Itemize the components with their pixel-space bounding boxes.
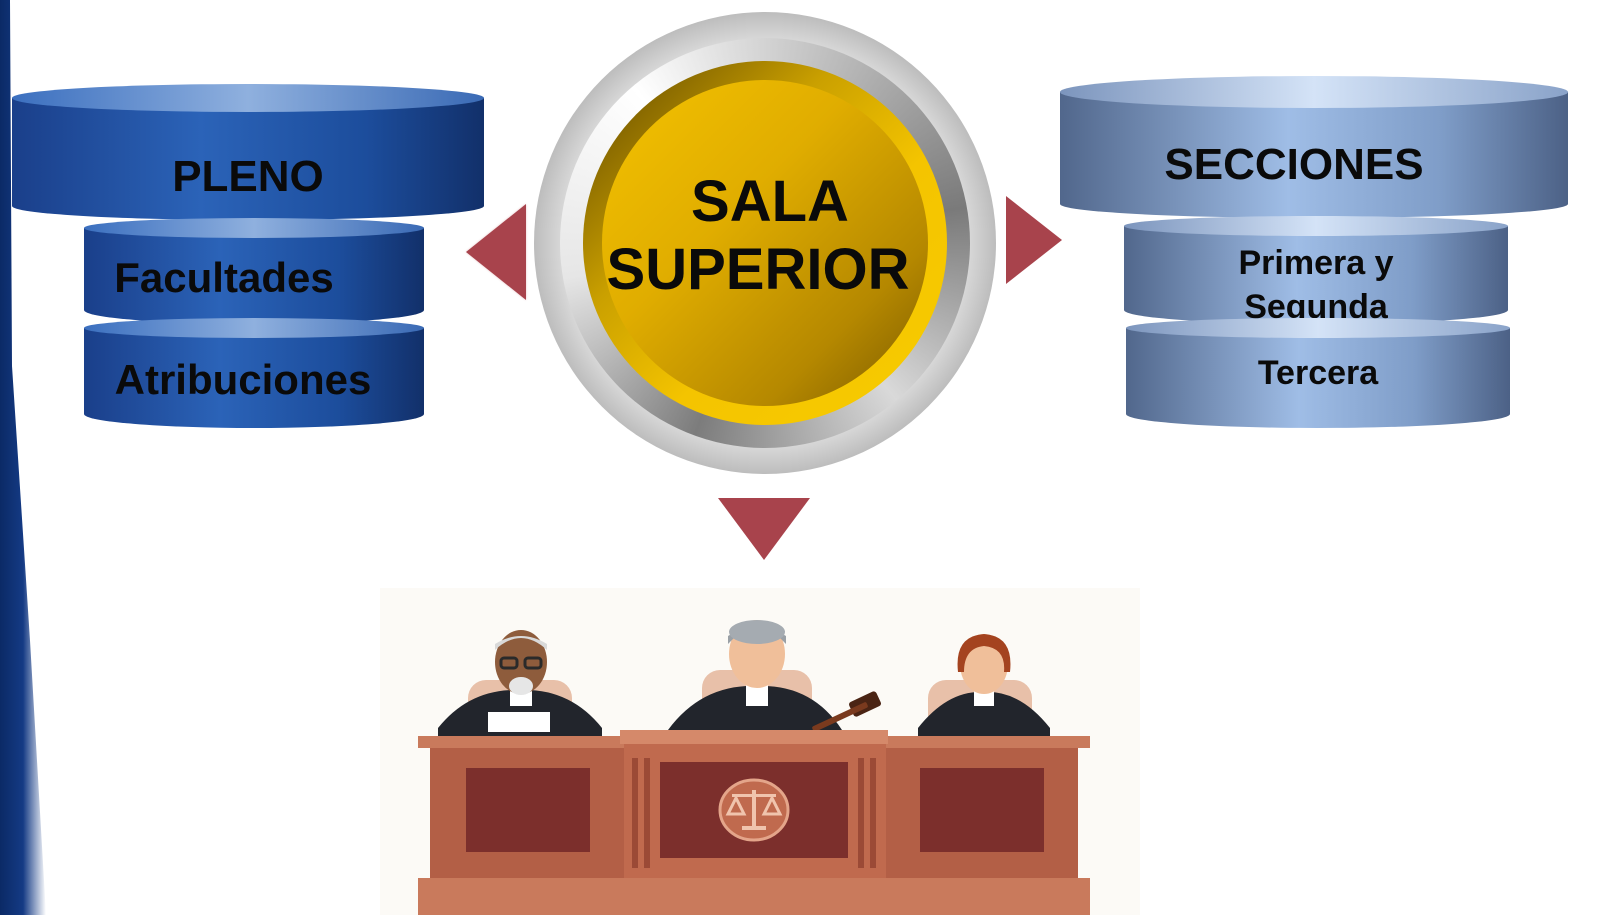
pleno-drum: PLENO (12, 84, 484, 220)
arrow-right-icon (1006, 196, 1062, 284)
tercera-label: Tercera (1257, 354, 1379, 392)
judges-desk (418, 730, 1090, 915)
facultades-label: Facultades (114, 254, 334, 301)
center-title-line2: SUPERIOR (606, 237, 910, 302)
center-circle-core (602, 80, 928, 406)
primera-segunda-drum: Primera y Segunda (1124, 216, 1508, 326)
tercera-drum: Tercera (1126, 318, 1510, 428)
center-title: SALA SUPERIOR (560, 168, 970, 304)
judge-right-icon (918, 634, 1050, 738)
gavel-icon (812, 691, 881, 732)
secciones-label: SECCIONES (1164, 140, 1424, 189)
secciones-drum: SECCIONES (1060, 76, 1568, 218)
arrow-down-icon (718, 498, 810, 560)
center-title-line1: SALA (691, 169, 849, 234)
judges-illustration (380, 588, 1140, 915)
judge-left-icon (438, 630, 602, 738)
atribuciones-label: Atribuciones (114, 356, 372, 403)
pleno-label: PLENO (172, 152, 324, 201)
facultades-drum: Facultades (84, 218, 424, 324)
scales-of-justice-icon (718, 778, 790, 842)
atribuciones-drum: Atribuciones (84, 318, 424, 428)
judge-center-icon (668, 620, 842, 738)
primera-segunda-label-line1: Primera y (1238, 244, 1394, 282)
arrow-left-icon (466, 204, 526, 300)
